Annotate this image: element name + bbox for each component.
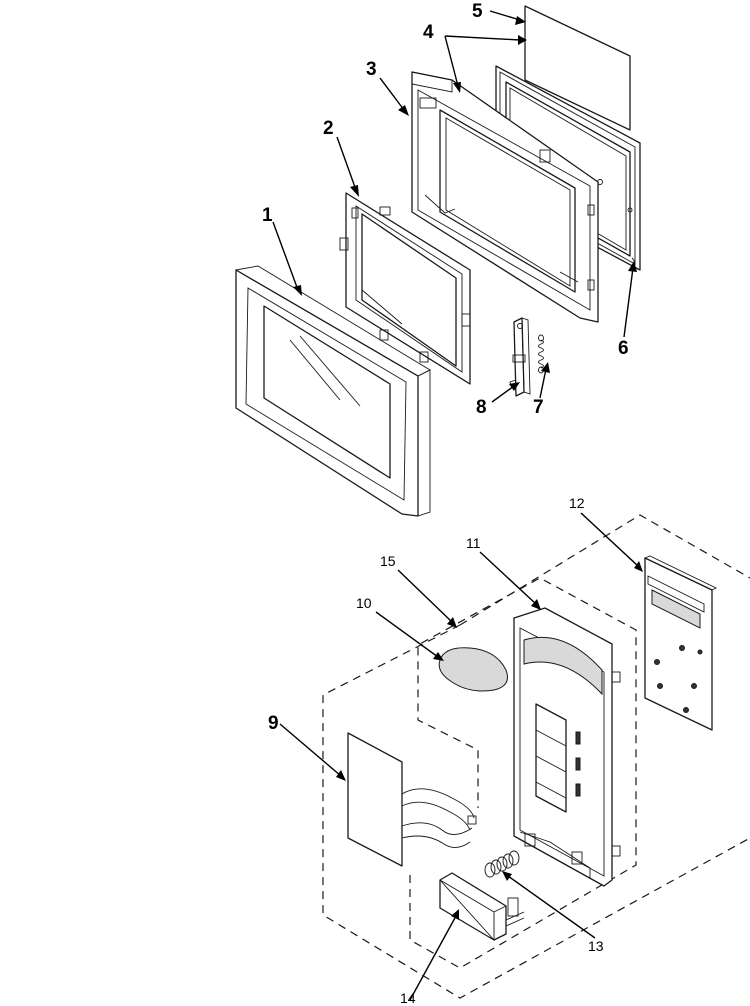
callout-14: 14 (400, 990, 416, 1006)
part-9-membrane (347, 732, 477, 867)
callout-13: 13 (588, 938, 604, 954)
part-12-control-board (643, 555, 718, 731)
upper-leader-lines (272, 10, 637, 403)
part-1-outer-door (234, 265, 431, 517)
callout-7: 7 (533, 397, 544, 418)
callout-2: 2 (323, 118, 334, 139)
callout-4: 4 (423, 22, 434, 43)
part-5-sheet (524, 5, 631, 131)
callout-15: 15 (380, 553, 396, 569)
callout-3: 3 (366, 59, 377, 80)
part-8-latch-lever (509, 317, 531, 397)
lower-leader-lines (279, 512, 643, 1001)
part-14-release-button (439, 872, 525, 942)
part-2-window-frame (339, 192, 471, 385)
part-10-lens (438, 647, 508, 692)
callout-10: 10 (356, 595, 372, 611)
callout-12: 12 (569, 495, 585, 511)
callout-11: 11 (466, 535, 481, 551)
part-7-spring (538, 334, 544, 374)
callout-8: 8 (476, 397, 487, 418)
callout-6: 6 (618, 338, 629, 359)
part-13-spring (484, 850, 520, 878)
callout-9: 9 (268, 713, 279, 734)
part-11-control-panel (513, 607, 621, 887)
callout-5: 5 (472, 1, 483, 22)
callout-1: 1 (262, 205, 273, 226)
part-3-inner-door (411, 71, 599, 323)
